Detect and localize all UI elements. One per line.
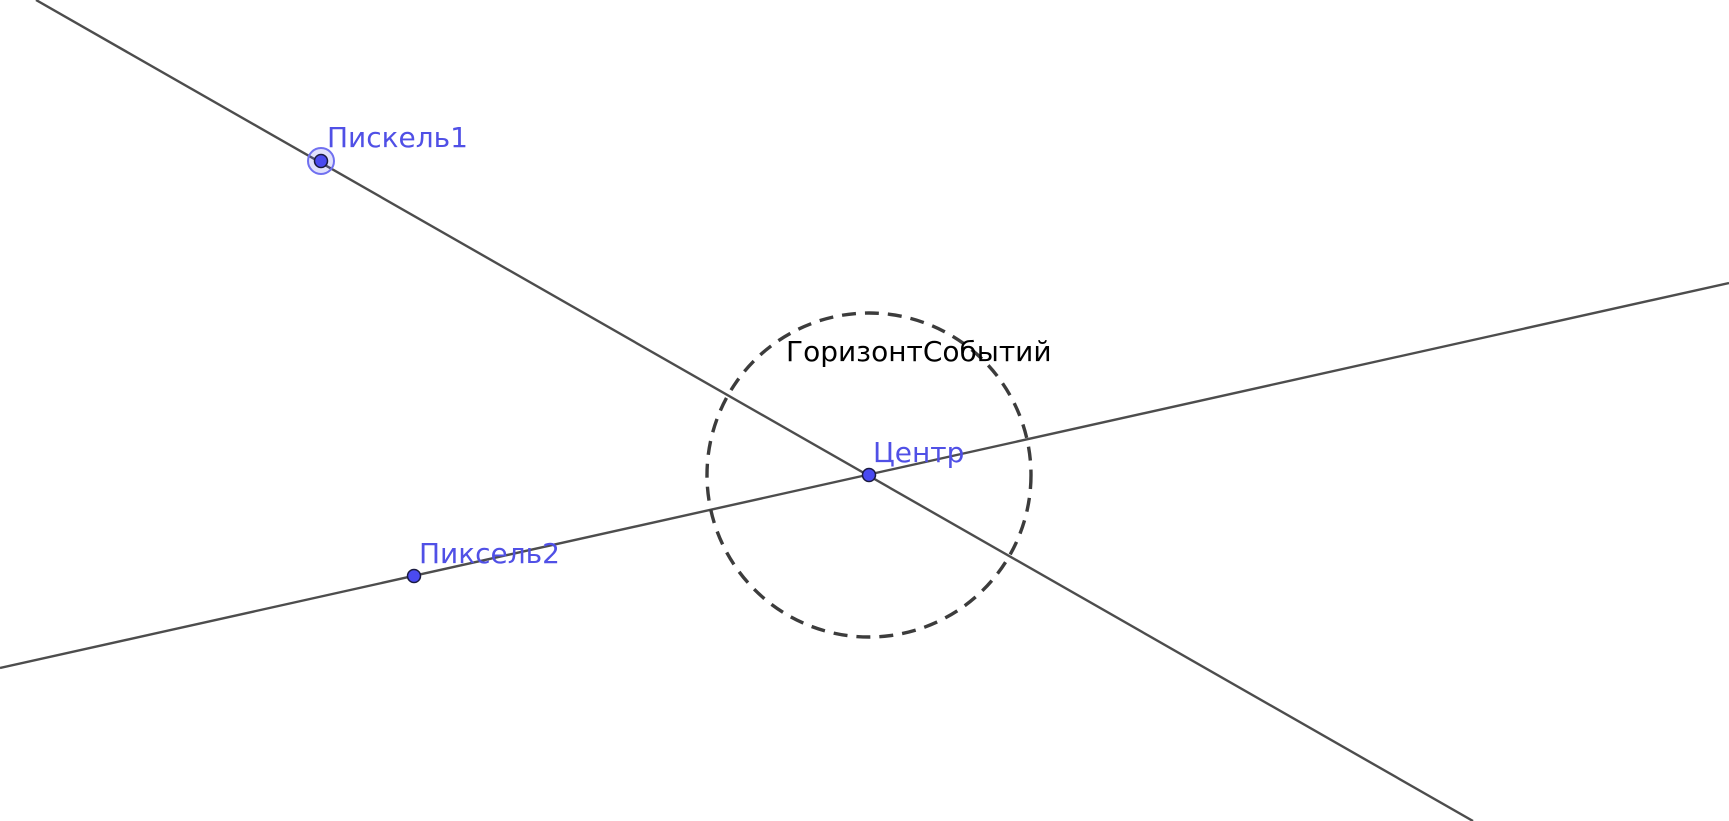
piskel1-point[interactable] (313, 153, 329, 169)
piksel2-point[interactable] (406, 568, 422, 584)
piksel2-label[interactable]: Пиксель2 (419, 537, 560, 570)
center-label[interactable]: Центр (873, 436, 964, 469)
event-horizon-label: ГоризонтСобытий (786, 335, 1052, 368)
piskel1-label[interactable]: Пискель1 (327, 121, 468, 154)
center-point[interactable] (861, 467, 877, 483)
event-horizon-circle[interactable] (705, 311, 1033, 639)
line-through-piskel1-center[interactable] (35, 0, 1474, 821)
